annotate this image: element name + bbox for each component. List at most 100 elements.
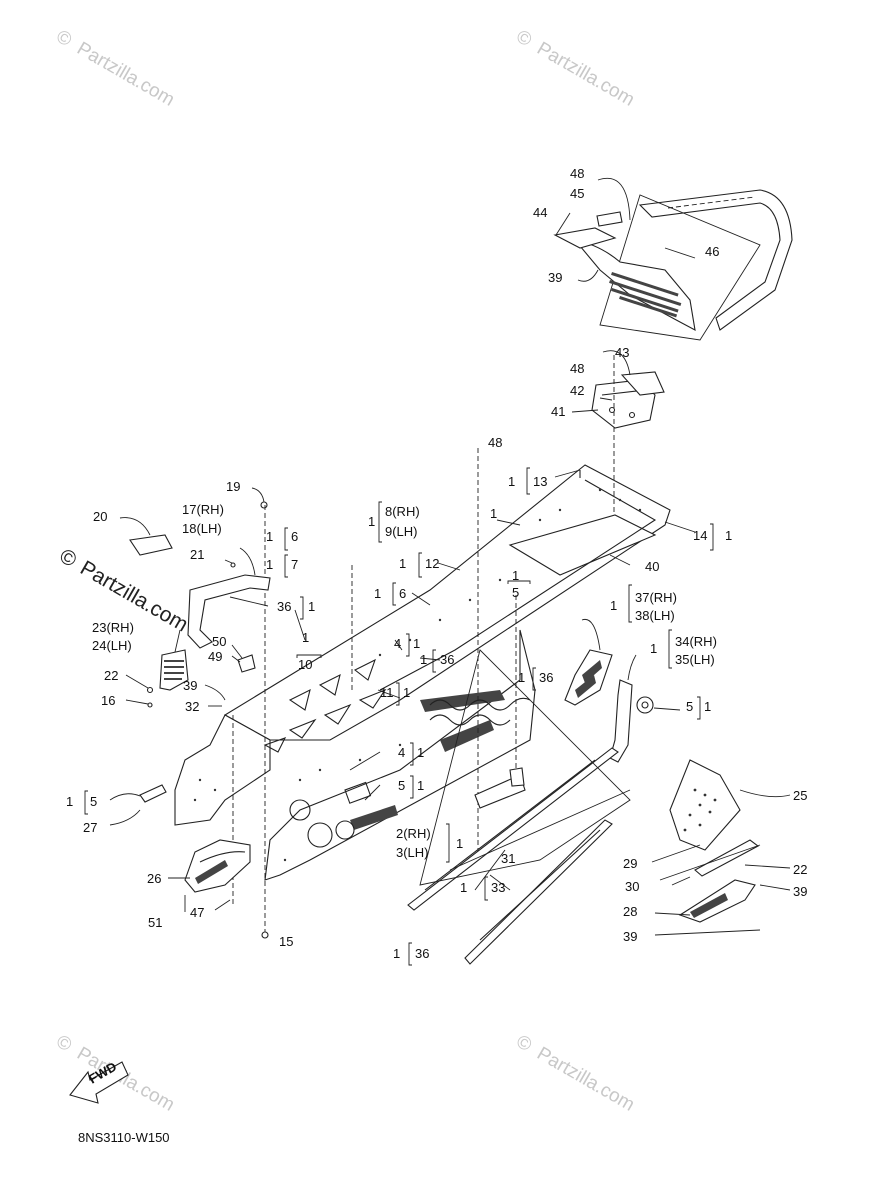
callout-17-rh: 17(RH) bbox=[182, 502, 224, 517]
callout-36-bottom: 36 bbox=[415, 946, 429, 961]
rear-rack-assembly bbox=[553, 178, 793, 341]
diagram-code: 8NS3110-W150 bbox=[78, 1130, 170, 1145]
callout-5-center: 5 bbox=[512, 585, 519, 600]
callout-25: 25 bbox=[793, 788, 807, 803]
callout-8-rh: 8(RH) bbox=[385, 504, 420, 519]
svg-text:1: 1 bbox=[417, 745, 424, 760]
svg-text:1: 1 bbox=[518, 670, 525, 685]
callout-18-lh: 18(LH) bbox=[182, 521, 222, 536]
callout-50: 50 bbox=[212, 634, 226, 649]
callout-43: 43 bbox=[615, 345, 629, 360]
left-footrest-assembly bbox=[168, 839, 251, 912]
callout-37-rh: 37(RH) bbox=[635, 590, 677, 605]
callout-3-lh: 3(LH) bbox=[396, 845, 429, 860]
svg-text:Partzilla.com: Partzilla.com bbox=[73, 38, 178, 111]
callout-32: 32 bbox=[185, 699, 199, 714]
callout-20: 20 bbox=[93, 509, 107, 524]
svg-text:1: 1 bbox=[417, 778, 424, 793]
slide-rails bbox=[407, 649, 631, 965]
callout-26: 26 bbox=[147, 871, 161, 886]
callout-30: 30 bbox=[625, 879, 639, 894]
svg-text:©: © bbox=[53, 1031, 76, 1056]
callout-45: 45 bbox=[570, 186, 584, 201]
callout-4-bottom: 4 bbox=[398, 745, 405, 760]
fwd-arrow: FWD bbox=[69, 1059, 129, 1104]
svg-text:Partzilla.com: Partzilla.com bbox=[533, 1043, 638, 1116]
svg-text:1: 1 bbox=[420, 652, 427, 667]
callout-47: 47 bbox=[190, 905, 204, 920]
callout-49: 49 bbox=[208, 649, 222, 664]
callout-51: 51 bbox=[148, 915, 162, 930]
callout-6-mid: 6 bbox=[399, 586, 406, 601]
callout-9-lh: 9(LH) bbox=[385, 524, 418, 539]
svg-text:1: 1 bbox=[490, 506, 497, 521]
right-footrest-assembly bbox=[651, 759, 791, 936]
callout-19: 19 bbox=[226, 479, 240, 494]
callout-22-left: 22 bbox=[104, 668, 118, 683]
callout-42: 42 bbox=[570, 383, 584, 398]
svg-text:1: 1 bbox=[266, 529, 273, 544]
callout-5-left: 5 bbox=[90, 794, 97, 809]
svg-text:1: 1 bbox=[399, 556, 406, 571]
svg-text:1: 1 bbox=[456, 836, 463, 851]
callout-23-rh: 23(RH) bbox=[92, 620, 134, 635]
svg-text:1: 1 bbox=[508, 474, 515, 489]
callout-2-rh: 2(RH) bbox=[396, 826, 431, 841]
callout-14: 14 bbox=[693, 528, 707, 543]
callout-40: 40 bbox=[645, 559, 659, 574]
callout-36-center: 36 bbox=[440, 652, 454, 667]
svg-text:1: 1 bbox=[460, 880, 467, 895]
callout-31: 31 bbox=[501, 851, 515, 866]
chassis-tunnel bbox=[174, 355, 696, 932]
callout-10: 10 bbox=[298, 657, 312, 672]
callout-29: 29 bbox=[623, 856, 637, 871]
side-vent-37-38 bbox=[564, 618, 613, 706]
callout-48-top: 48 bbox=[570, 166, 584, 181]
callout-21: 21 bbox=[190, 547, 204, 562]
svg-text:Partzilla.com: Partzilla.com bbox=[533, 38, 638, 111]
svg-text:1: 1 bbox=[393, 946, 400, 961]
callout-15: 15 bbox=[279, 934, 293, 949]
callout-36-right: 36 bbox=[539, 670, 553, 685]
callout-39-left: 39 bbox=[183, 678, 197, 693]
callout-44: 44 bbox=[533, 205, 547, 220]
callout-36-left: 36 bbox=[277, 599, 291, 614]
svg-text:1: 1 bbox=[368, 514, 375, 529]
callout-39-top: 39 bbox=[548, 270, 562, 285]
callout-48-center: 48 bbox=[488, 435, 502, 450]
callout-24-lh: 24(LH) bbox=[92, 638, 132, 653]
svg-text:©: © bbox=[513, 1031, 536, 1056]
svg-text:1: 1 bbox=[512, 568, 519, 583]
svg-text:1: 1 bbox=[413, 636, 420, 651]
callout-33: 33 bbox=[491, 880, 505, 895]
lower-bracket-2-3 bbox=[474, 767, 526, 809]
callout-22-right: 22 bbox=[793, 862, 807, 877]
callout-12: 12 bbox=[425, 556, 439, 571]
callout-39-right: 39 bbox=[793, 884, 807, 899]
callout-46: 46 bbox=[705, 244, 719, 259]
callout-35-lh: 35(LH) bbox=[675, 652, 715, 667]
svg-text:1: 1 bbox=[302, 630, 309, 645]
callout-48-mid: 48 bbox=[570, 361, 584, 376]
svg-text:1: 1 bbox=[403, 685, 410, 700]
callout-34-rh: 34(RH) bbox=[675, 634, 717, 649]
rear-bracket-assembly bbox=[571, 350, 665, 429]
callout-4-top: 4 bbox=[394, 636, 401, 651]
svg-text:1: 1 bbox=[650, 641, 657, 656]
svg-text:1: 1 bbox=[610, 598, 617, 613]
callout-labels: 48 45 44 46 39 43 48 42 41 48 1 13 1 14 … bbox=[66, 166, 807, 966]
svg-text:1: 1 bbox=[374, 586, 381, 601]
watermark-bottom-right: © Partzilla.com bbox=[513, 1031, 638, 1116]
callout-28: 28 bbox=[623, 904, 637, 919]
callout-41: 41 bbox=[551, 404, 565, 419]
callout-11: 11 bbox=[380, 685, 394, 700]
callout-6: 6 bbox=[291, 529, 298, 544]
svg-text:©: © bbox=[513, 26, 536, 51]
left-bracket-assembly bbox=[119, 487, 271, 939]
support-arm-34-35 bbox=[609, 654, 681, 763]
callout-16: 16 bbox=[101, 693, 115, 708]
callout-5-bottom: 5 bbox=[398, 778, 405, 793]
callout-13: 13 bbox=[533, 474, 547, 489]
watermark-top-left: © Partzilla.com bbox=[53, 26, 178, 111]
left-plate-27 bbox=[109, 784, 167, 826]
